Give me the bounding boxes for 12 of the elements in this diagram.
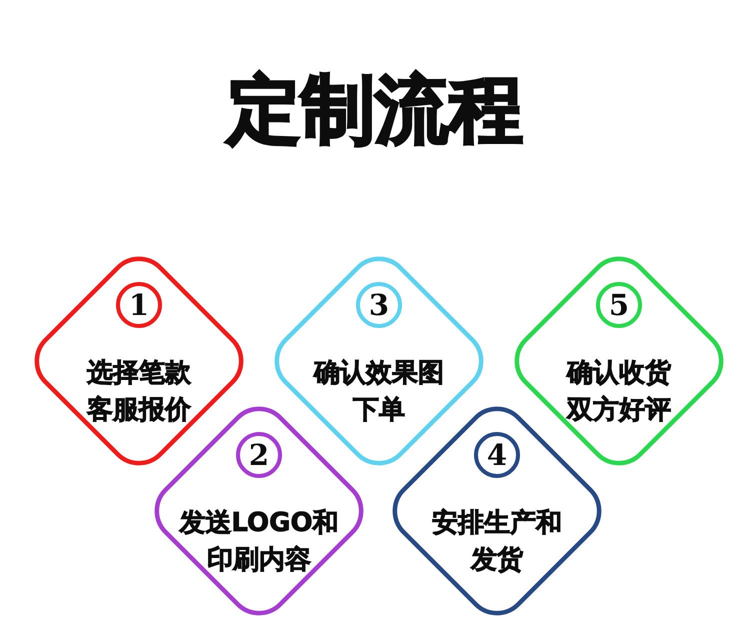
number-circle: 1 — [116, 282, 162, 328]
diamond-frame — [514, 256, 724, 466]
number-circle: 2 — [236, 432, 282, 478]
step-text: 发送LOGO和印刷内容 — [178, 507, 340, 577]
step-text: 安排生产和发货 — [431, 507, 563, 577]
title: 定制流程 — [227, 66, 523, 155]
number-circle: 5 — [596, 282, 642, 328]
number-circle: 4 — [474, 432, 520, 478]
step-text: 选择笔款客服报价 — [86, 357, 192, 427]
step-text: 确认收货双方好评 — [565, 357, 672, 427]
step-text: 确认效果图下单 — [312, 357, 445, 427]
number-circle: 3 — [356, 282, 402, 328]
